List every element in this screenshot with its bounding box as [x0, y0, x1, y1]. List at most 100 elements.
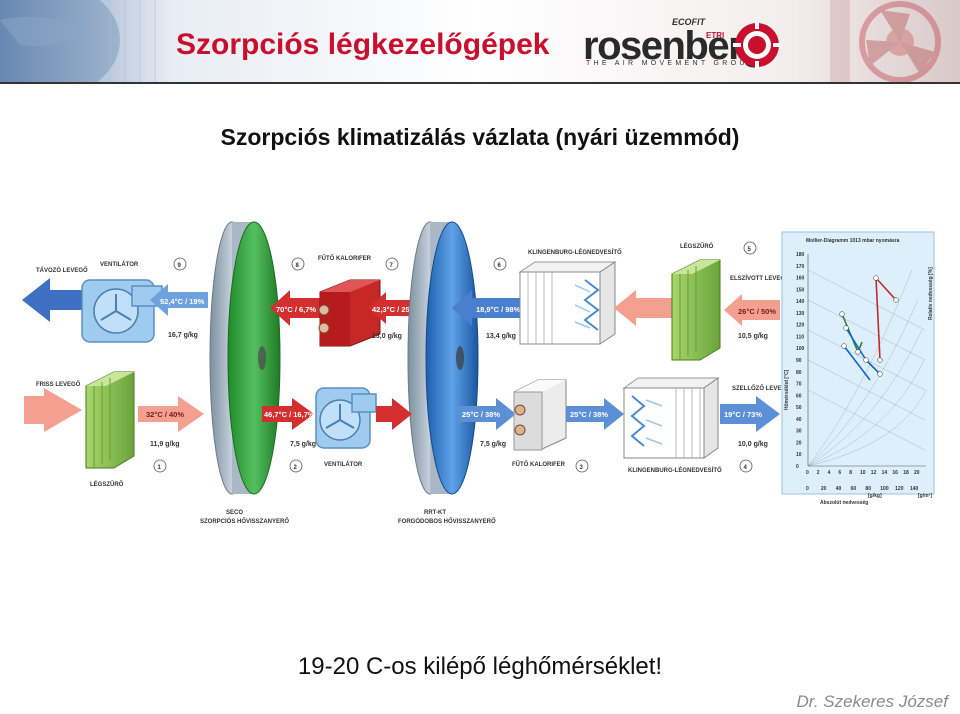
mollier-y-tick: 60	[796, 393, 802, 399]
mollier-y-tick: 160	[796, 276, 805, 282]
mollier-x-tick: 0	[806, 470, 809, 476]
extracted-air-arrow	[614, 290, 684, 326]
mollier-rh-label: Relatív nedvesség [%]	[928, 267, 934, 320]
mollier-y-tick: 110	[796, 334, 804, 340]
fan-icon	[100, 294, 132, 321]
rosenberg-fan-icon	[733, 21, 781, 69]
mollier-y-tick: 70	[796, 382, 802, 388]
fresh-air-arrow	[24, 388, 82, 432]
exhaust-air-arrow	[22, 278, 88, 322]
bottom-ventilator	[315, 387, 377, 449]
state-2-marker: 2	[294, 465, 298, 471]
state-5-marker: 5	[748, 247, 752, 253]
mollier-y-tick: 10	[796, 452, 802, 458]
state-1-marker: 1	[158, 465, 162, 471]
state-1-arrow	[138, 396, 204, 432]
state-3a-arrow	[458, 398, 516, 430]
mollier-x-tick: 12	[871, 470, 877, 476]
mollier-curves	[807, 269, 927, 467]
state-7-label: 42,3°C / 25%	[372, 305, 417, 314]
rosenberg-logo: ECOFIT rosenberg ETRI THE AIR MOVEMENT G…	[580, 14, 790, 72]
header-banner: Szorpciós légkezelőgépek ECOFIT rosenber…	[0, 0, 960, 84]
mollier-process-lines	[839, 275, 899, 381]
exhaust-air-label: TÁVOZÓ LEVEGŐ	[36, 266, 88, 274]
top-filter-label: LÉGSZŰRŐ	[680, 242, 714, 250]
bottom-klingenburg-humidifier	[622, 377, 720, 459]
state-5-arrow	[724, 294, 780, 326]
sorption-schematic: TÁVOZÓ LEVEGŐ VENTILÁTOR 9 52,4°C / 19% …	[22, 221, 935, 525]
mollier-x-tick-gm3: 60	[851, 486, 857, 492]
state-9-marker: 9	[178, 263, 182, 269]
caption: 19-20 C-os kilépő léghőmérséklet!	[297, 653, 663, 680]
state-1-label: 32°C / 40%	[146, 410, 184, 419]
mollier-title: Mollier-Diagramm 1013 mbar nyomásra	[806, 238, 900, 244]
rrt-kt-rotary-wheel	[407, 221, 479, 495]
mollier-y-tick: 120	[796, 323, 805, 329]
mollier-y-tick: 170	[796, 264, 805, 270]
humidity-9-label: 16,7 g/kg	[168, 332, 198, 339]
logo-etri: ETRI	[706, 31, 725, 40]
mollier-x-tick-gm3: 20	[821, 486, 827, 492]
supply-air-label: SZELLŐZŐ LEVEGŐ	[732, 385, 791, 392]
wheel-1-description: SZORPCIÓS HŐVISSZANYERŐ	[200, 517, 289, 525]
mollier-diagram: Mollier-Diagramm 1013 mbar nyomásra 1801…	[781, 231, 935, 506]
extracted-air-label: ELSZÍVOTT LEVEGŐ	[730, 274, 790, 282]
mollier-x-tick: 6	[838, 470, 841, 476]
humidity-7-label: 13,0 g/kg	[372, 333, 402, 340]
state-8-marker: 8	[296, 263, 300, 269]
state-2-arrow	[262, 398, 314, 430]
bottom-humidifier-label: KLINGENBURG-LÉGNEDVESÍTŐ	[628, 466, 722, 474]
state-3b-arrow	[566, 398, 624, 430]
top-ventilator-label: VENTILÁTOR	[100, 261, 139, 268]
humidity-2-label: 7,5 g/kg	[290, 441, 316, 448]
bottom-filter	[85, 371, 135, 469]
mollier-x-tick: 20	[914, 470, 920, 476]
state-8-label: 70°C / 6,7%	[276, 305, 316, 314]
state-3-marker: 3	[580, 465, 584, 471]
mollier-y-tick: 90	[796, 358, 802, 364]
state-8-arrow	[270, 290, 320, 326]
author-name: Dr. Szekeres József	[796, 692, 948, 711]
header-background	[0, 0, 960, 84]
state-4-label: 19°C / 73%	[724, 410, 762, 419]
bottom-filter-label: LÉGSZŰRŐ	[90, 480, 124, 488]
top-heater	[318, 279, 381, 347]
mollier-x-tick: 16	[892, 470, 898, 476]
top-ventilator	[81, 279, 163, 343]
humidity-6-label: 13,4 g/kg	[486, 333, 516, 340]
logo-tagline: THE AIR MOVEMENT GROUP	[586, 60, 756, 67]
state-9-label: 52,4°C / 19%	[160, 297, 205, 306]
state-3a-label: 25°C / 38%	[462, 410, 500, 419]
mollier-x-tick: 8	[849, 470, 852, 476]
mollier-x-unit-gm3: [g/m³]	[918, 493, 932, 499]
bottom-ventilator-label: VENTILÁTOR	[324, 461, 363, 468]
seco-sorption-wheel	[209, 221, 281, 495]
state-7-marker: 7	[390, 263, 394, 269]
mollier-y-tick: 80	[796, 370, 802, 376]
fan-decoration-icon	[830, 0, 941, 84]
mollier-x-tick-gm3: 100	[880, 486, 889, 492]
state-5-label: 26°C / 50%	[738, 307, 776, 316]
bottom-heater	[513, 379, 567, 451]
state-2-label: 46,7°C / 16,7%	[264, 410, 315, 419]
fan-icon	[325, 404, 355, 429]
state-7-arrow	[368, 292, 418, 324]
mollier-x-tick: 2	[817, 470, 820, 476]
mollier-y-tick: 150	[796, 287, 805, 293]
diagram-title: Szorpciós klimatizálás vázlata (nyári üz…	[220, 124, 740, 150]
wheel-1-name: SECO	[226, 510, 243, 516]
top-klingenburg-humidifier	[518, 261, 617, 345]
state-3b-label: 25°C / 38%	[570, 410, 608, 419]
humidity-5-label: 10,5 g/kg	[738, 333, 768, 340]
mollier-x-tick: 4	[828, 470, 831, 476]
state-9-arrow	[150, 284, 208, 316]
mollier-x-tick-gm3: 120	[895, 486, 904, 492]
page-title: Szorpciós légkezelőgépek	[176, 28, 550, 61]
mollier-x-unit-g: [g/kg]	[868, 493, 882, 499]
wheel-2-description: FORGÓDOBOS HŐVISSZANYERŐ	[398, 517, 496, 525]
mollier-y-tick: 40	[796, 417, 802, 423]
mollier-x-tick: 10	[860, 470, 866, 476]
humidity-1-label: 11,9 g/kg	[150, 441, 180, 448]
mollier-y-tick: 20	[796, 440, 802, 446]
mollier-x-tick-gm3: 80	[865, 486, 871, 492]
